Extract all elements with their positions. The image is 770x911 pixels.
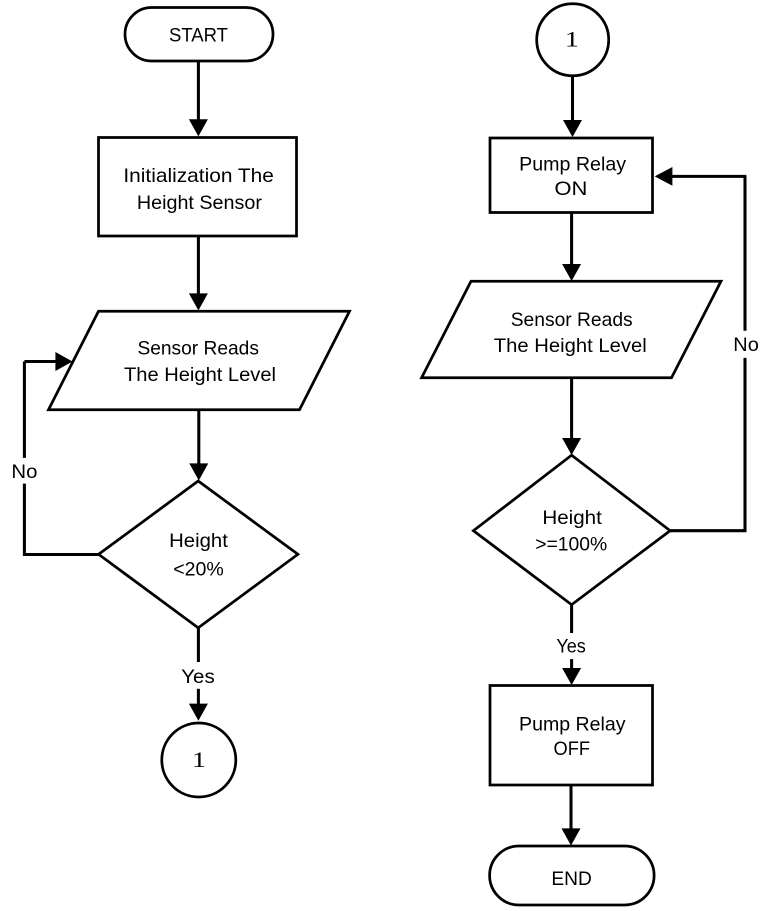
svg-text:END: END — [551, 868, 592, 890]
svg-text:Height Sensor: Height Sensor — [137, 192, 263, 214]
svg-text:1: 1 — [192, 747, 206, 772]
svg-text:START: START — [169, 24, 228, 46]
svg-text:>=100%: >=100% — [535, 534, 607, 556]
svg-text:The Height Level: The Height Level — [494, 335, 647, 357]
svg-text:Pump Relay: Pump Relay — [519, 714, 626, 736]
svg-text:<20%: <20% — [173, 558, 224, 580]
svg-text:ON: ON — [554, 178, 587, 200]
svg-text:Sensor Reads: Sensor Reads — [511, 309, 633, 331]
svg-text:The Height Level: The Height Level — [124, 364, 276, 386]
svg-text:Height: Height — [542, 507, 602, 529]
svg-text:Pump Relay: Pump Relay — [519, 154, 626, 176]
svg-text:Yes: Yes — [556, 636, 586, 658]
svg-text:No: No — [11, 461, 37, 483]
svg-text:No: No — [733, 334, 759, 356]
svg-text:OFF: OFF — [554, 738, 591, 760]
svg-text:Sensor Reads: Sensor Reads — [137, 338, 259, 360]
svg-text:Initialization The: Initialization The — [123, 165, 274, 187]
svg-text:Yes: Yes — [181, 666, 215, 688]
svg-text:1: 1 — [565, 27, 579, 52]
svg-text:Height: Height — [169, 530, 228, 552]
